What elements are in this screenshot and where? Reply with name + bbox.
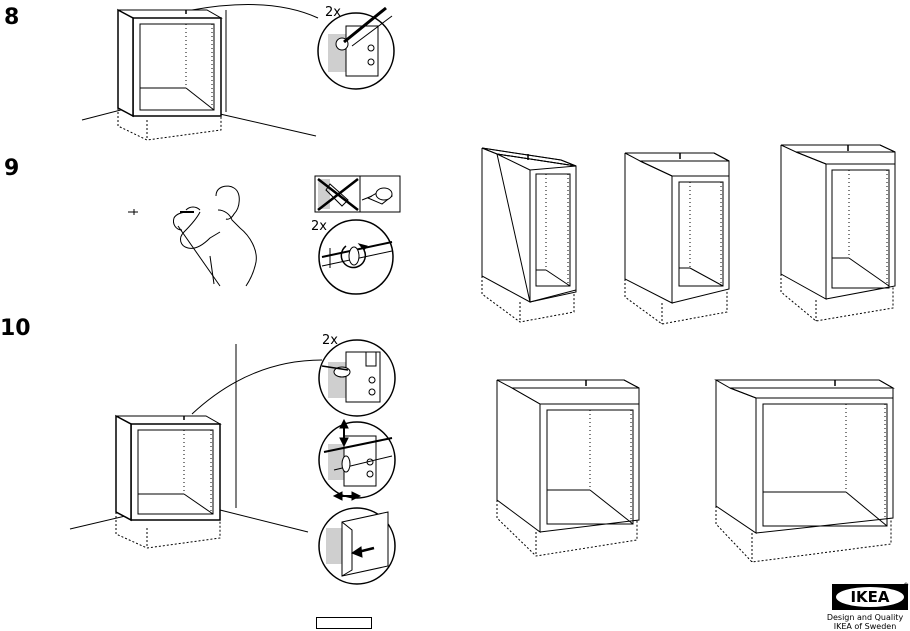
cabinet-variant-medium <box>625 153 729 324</box>
cabinet-variant-extra-wide <box>716 380 893 562</box>
screw-mark-icon <box>128 209 138 215</box>
step-10-detail-circle-1 <box>319 340 395 416</box>
step-8-detail-circle <box>318 8 394 89</box>
allowed-tool-box <box>360 176 400 212</box>
cabinet-variant-wide <box>497 380 639 556</box>
step-8-quantity-label: 2x <box>325 5 341 20</box>
page-number-box <box>316 617 372 629</box>
step-number-8: 8 <box>4 5 20 30</box>
step-10-quantity-label: 2x <box>322 333 338 348</box>
step-10-cabinet-icon <box>116 416 220 548</box>
step-9-quantity-label: 2x <box>311 219 327 234</box>
cabinet-variant-standard <box>781 145 895 321</box>
step-8-cabinet-icon <box>118 10 221 140</box>
prohibited-tool-box <box>315 176 360 212</box>
cabinet-variant-narrow <box>482 148 576 322</box>
step-10-detail-circle-3 <box>319 508 395 584</box>
logo-text: IKEA <box>850 588 889 606</box>
ikea-logo: IKEA <box>832 584 908 610</box>
step-9-detail-circle <box>319 220 393 294</box>
tagline-line-2: IKEA of Sweden <box>833 622 897 631</box>
step-10-detail-circle-2 <box>319 420 395 500</box>
step-number-10: 10 <box>0 316 31 341</box>
step-8-illustration <box>82 5 394 140</box>
person-figure <box>173 186 256 286</box>
registered-mark: ® <box>903 582 909 589</box>
step-10-illustration <box>70 340 395 584</box>
step-number-9: 9 <box>4 156 20 181</box>
tagline-line-1: Design and Quality <box>826 613 904 622</box>
step-9-illustration <box>128 176 400 294</box>
